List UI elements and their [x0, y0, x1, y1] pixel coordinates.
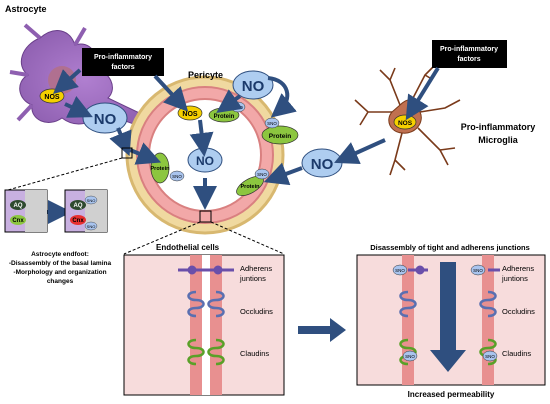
nos-microglia-label: NOS [398, 120, 413, 127]
protein-vessel-right-label: Protein [241, 184, 261, 190]
svg-text:NO: NO [311, 156, 334, 173]
sno-adherens-left [392, 264, 408, 276]
sno-claudin-right [482, 350, 498, 362]
pro-inflammatory-right-line1: Pro-inflammatory [440, 46, 498, 53]
pro-inflammatory-box-left: Pro-inflammatory factors [82, 48, 164, 76]
claudin-right [399, 338, 497, 366]
sno-adherens-left-label: SNO [395, 268, 405, 273]
permeability-arrow [430, 262, 466, 372]
no-cloud-lumen: NO [187, 147, 223, 173]
adherens-label-left-2: juntions [239, 274, 266, 283]
no-cloud-microglia: NO [301, 148, 343, 178]
endfoot-inset-before: AQ Cnx [4, 189, 48, 233]
zoom-line-right [210, 221, 285, 255]
adherens-junction-right [408, 265, 500, 275]
sno-claudin-left [402, 350, 418, 362]
astrocyte-label: Astrocyte [5, 4, 47, 14]
sno-pericyte-label: SNO [267, 121, 277, 126]
microglia-label-line1: Pro-inflammatory [461, 122, 536, 132]
adherens-label-left-1: Adherens [240, 264, 272, 273]
protein-pericyte [261, 125, 299, 145]
nos-astrocyte-label: NOS [44, 94, 60, 101]
protein-pericyte-label: Protein [269, 133, 291, 140]
sno-vessel-right-label: SNO [257, 172, 267, 177]
svg-text:NO: NO [94, 111, 117, 128]
pericyte-label: Pericyte [188, 70, 223, 80]
endfoot-caption-4: changes [47, 278, 74, 285]
endfoot-inset-after: AQ SNO Cnx SNO [64, 189, 108, 233]
occludins-label-right: Occludins [502, 307, 535, 316]
endothelial-panel [123, 254, 285, 396]
aq-after-label: AQ [74, 203, 83, 209]
protein-vessel-left-label: Protein [151, 166, 171, 172]
svg-text:NO: NO [242, 78, 265, 95]
occludin-right [399, 290, 497, 318]
endfoot-caption-1: Astrocyte endfoot: [31, 251, 89, 258]
sno-vessel-top-label: SNO [233, 105, 243, 110]
cnx-before-label: Cnx [12, 218, 24, 224]
endfoot-zoom-line [7, 157, 123, 191]
transition-arrow [298, 318, 346, 342]
sno-vessel-left [169, 170, 185, 182]
claudin-left [187, 338, 225, 366]
svg-text:NO: NO [196, 154, 214, 168]
endfoot-caption-3: -Morphology and organization [13, 269, 106, 276]
endfoot-zoom-marker [121, 147, 133, 159]
adherens-label-right-1: Adherens [502, 264, 534, 273]
disassembly-title: Disassembly of tight and adherens juncti… [370, 243, 530, 252]
aq-before-label: AQ [14, 203, 23, 209]
sno-after-label-2: SNO [87, 224, 96, 229]
occludins-label-left: Occludins [240, 307, 273, 316]
sno-vessel-left-label: SNO [172, 174, 182, 179]
signal-arrows [46, 66, 440, 224]
sno-adherens-right-label: SNO [473, 268, 483, 273]
pro-inflammatory-box-right: Pro-inflammatory factors [432, 40, 507, 68]
increased-permeability-label: Increased permeability [408, 390, 495, 399]
nos-vessel-label: NOS [182, 111, 198, 118]
no-cloud-pericyte: NO [232, 70, 274, 100]
sno-adherens-right [470, 264, 486, 276]
sno-claudin-right-label: SNO [485, 354, 495, 359]
sno-claudin-left-label: SNO [405, 354, 415, 359]
adherens-label-right-2: juntions [501, 274, 528, 283]
claudins-label-left: Claudins [240, 349, 269, 358]
zoom-marker [199, 210, 212, 223]
pro-inflammatory-right-line2: factors [457, 56, 480, 63]
sno-after-label-1: SNO [87, 198, 96, 203]
microglia-label-line2: Microglia [478, 135, 519, 145]
pro-inflammatory-line2: factors [111, 64, 134, 71]
no-cloud-astrocyte: NO [82, 102, 128, 134]
zoom-line-left [123, 221, 201, 255]
sno-pericyte [264, 117, 280, 129]
pro-inflammatory-line1: Pro-inflammatory [94, 54, 152, 61]
endothelial-title: Endothelial cells [156, 243, 220, 252]
claudins-label-right: Claudins [502, 349, 531, 358]
adherens-junction-left [178, 265, 234, 275]
protein-vessel-top-label: Protein [214, 114, 235, 120]
cnx-after-label: Cnx [72, 218, 84, 224]
endfoot-caption-2: -Disassembly of the basal lamina [9, 260, 112, 267]
occludin-left [187, 290, 225, 318]
